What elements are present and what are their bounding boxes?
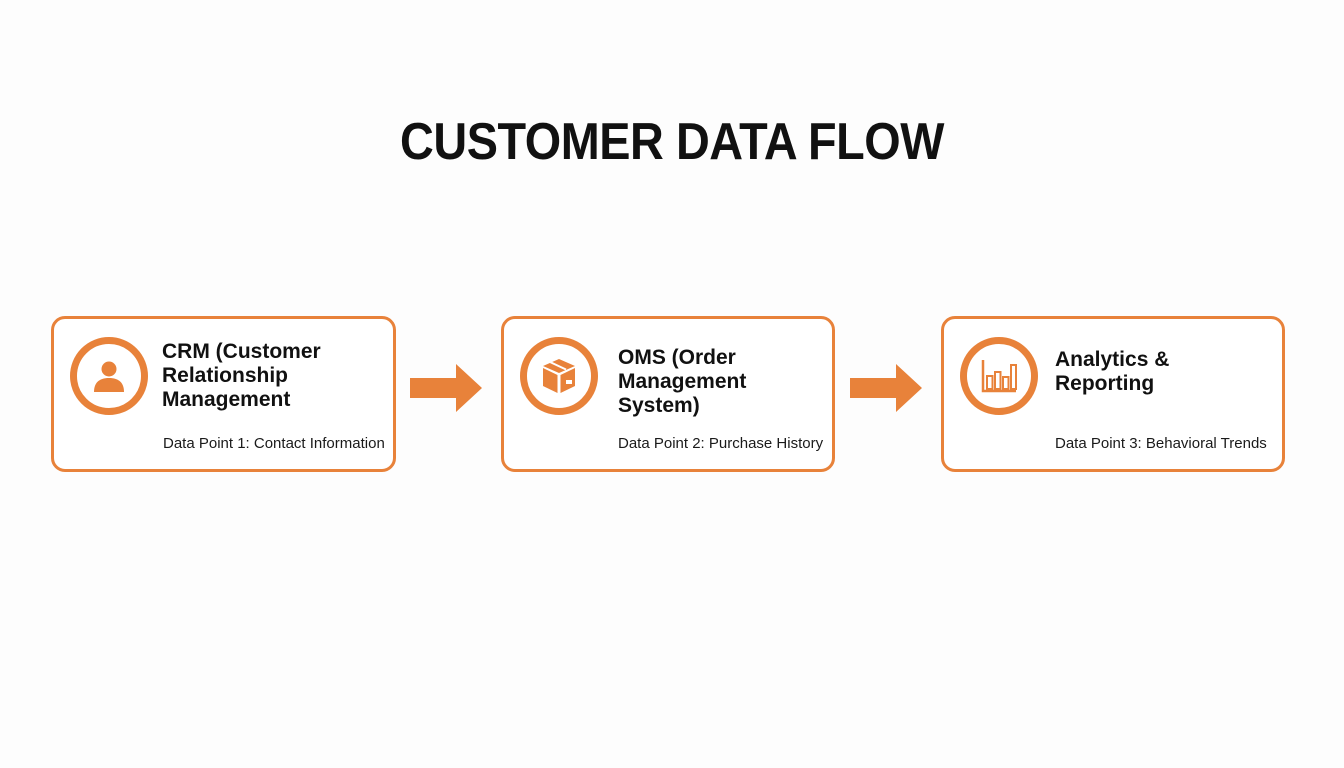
flow-step-oms: OMS (Order Management System) Data Point…: [501, 316, 835, 472]
step-title: OMS (Order Management System): [618, 346, 747, 417]
step-data-point: Data Point 3: Behavioral Trends: [1055, 435, 1267, 452]
flow-step-analytics: Analytics & Reporting Data Point 3: Beha…: [941, 316, 1285, 472]
user-icon: [70, 337, 148, 415]
step-data-point: Data Point 1: Contact Information: [163, 435, 385, 452]
step-title: Analytics & Reporting: [1055, 348, 1170, 395]
diagram-title: CUSTOMER DATA FLOW: [400, 113, 944, 171]
box-icon: [520, 337, 598, 415]
flow-step-crm: CRM (Customer Relationship Management Da…: [51, 316, 396, 472]
bar-chart-icon: [960, 337, 1038, 415]
flow-arrow-icon: [850, 364, 922, 412]
flow-arrow-icon: [410, 364, 482, 412]
step-title: CRM (Customer Relationship Management: [162, 340, 321, 411]
step-data-point: Data Point 2: Purchase History: [618, 435, 824, 452]
